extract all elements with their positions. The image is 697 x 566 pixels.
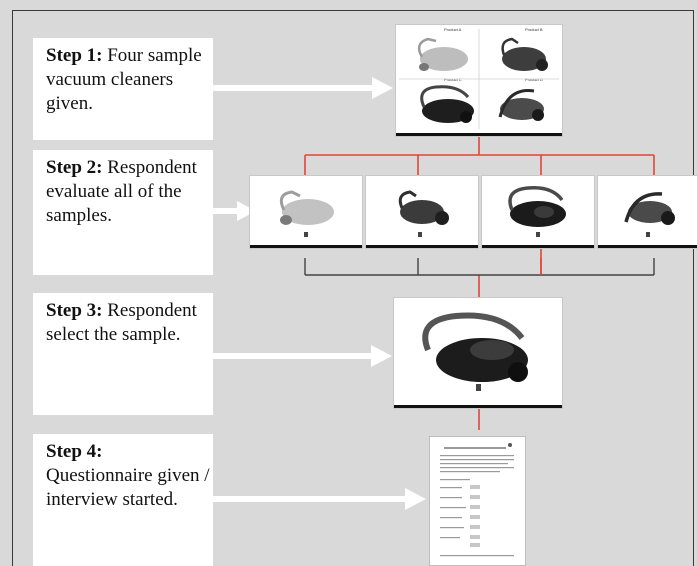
vacuum-cleaner-icon xyxy=(398,190,449,237)
panel-footer-bar xyxy=(250,245,362,248)
right-arrow-icon xyxy=(213,488,426,510)
product-a-label: Product A xyxy=(444,27,462,32)
panel-footer-bar xyxy=(366,245,478,248)
step-2-sample-1-panel xyxy=(250,176,362,248)
document-icon xyxy=(430,437,525,565)
step-2-text: Respondent evaluate all of the samples. xyxy=(46,157,197,226)
step-3-box: Step 3: Respondent select the sample. xyxy=(33,293,213,415)
arrow-group xyxy=(213,77,426,510)
vacuum-cleaner-icon xyxy=(422,312,528,391)
step-1-text: Four sample vacuum cleaners given. xyxy=(46,45,202,114)
step-3-selected-sample-panel xyxy=(394,298,562,408)
product-d-label: Product D xyxy=(525,77,543,82)
step-2-sample-4-panel xyxy=(598,176,697,248)
right-arrow-icon xyxy=(213,77,393,99)
step-2-bracket xyxy=(304,258,655,276)
step-3-text: Respondent select the sample. xyxy=(46,300,197,345)
step-2-sample-2-panel xyxy=(366,176,478,248)
step-2-sample-3-panel xyxy=(482,176,594,248)
step-4-box: Step 4: Questionnaire given / interview … xyxy=(33,434,213,566)
step-1-label: Step 1: xyxy=(46,45,103,66)
product-c-label: Product C xyxy=(444,77,462,82)
red-connector-group xyxy=(304,136,655,430)
step-1-products-panel: Product A Product B Product C Product D xyxy=(396,25,562,136)
vacuum-cleaner-icon xyxy=(399,29,559,129)
vacuum-cleaner-icon xyxy=(508,186,566,237)
step-2-label: Step 2: xyxy=(46,157,103,178)
step-3-label: Step 3: xyxy=(46,300,103,321)
step-4-label: Step 4: xyxy=(46,441,103,462)
product-b-label: Product B xyxy=(525,27,543,32)
step-1-box: Step 1: Four sample vacuum cleaners give… xyxy=(33,38,213,140)
panel-footer-bar xyxy=(482,245,594,248)
questionnaire-document xyxy=(440,443,514,557)
panel-footer-bar xyxy=(396,133,562,136)
vacuum-cleaner-icon xyxy=(279,190,334,237)
diagram-frame xyxy=(12,10,694,566)
step-2-box: Step 2: Respondent evaluate all of the s… xyxy=(33,150,213,275)
panel-footer-bar xyxy=(598,245,697,248)
vacuum-cleaner-icon xyxy=(624,192,675,237)
right-arrow-icon xyxy=(213,345,392,367)
right-arrow-icon xyxy=(213,201,256,221)
panel-footer-bar xyxy=(394,405,562,408)
step-4-text: Questionnaire given / interview started. xyxy=(46,465,210,510)
